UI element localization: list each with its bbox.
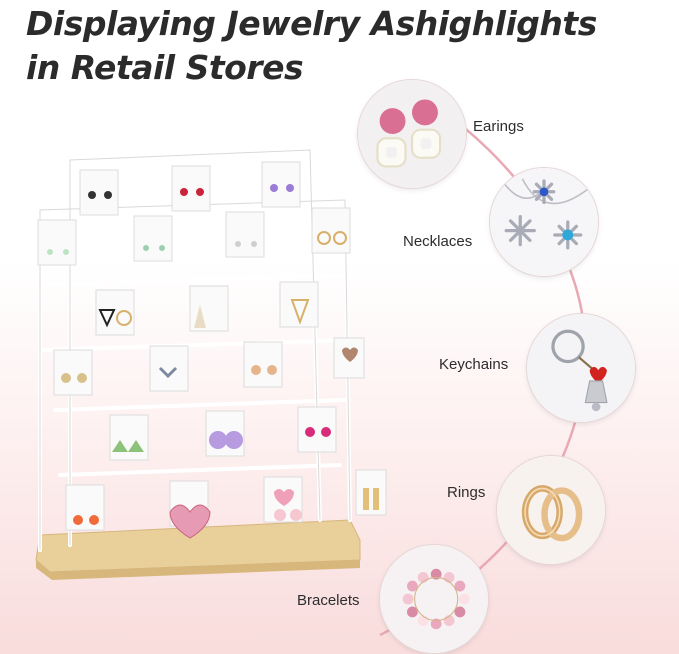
necklace-icon: [490, 168, 598, 276]
title-line-1: Displaying Jewelry Ashighlights: [26, 4, 597, 43]
bracelet-icon: [380, 545, 488, 653]
category-label-rings: Rings: [447, 484, 486, 501]
earring-icon: [358, 80, 466, 188]
page-title: Displaying Jewelry Ashighlights in Retai…: [26, 2, 597, 90]
title-line-2: in Retail Stores: [26, 48, 304, 87]
keychain-icon: [527, 314, 635, 422]
jewelry-display-stand: [35, 147, 387, 580]
ring-icon: [497, 456, 605, 564]
category-label-bracelets: Bracelets: [297, 592, 360, 609]
bracelet-circle: [380, 545, 488, 653]
necklace-circle: [490, 168, 598, 276]
ring-circle: [497, 456, 605, 564]
category-label-earings: Earings: [473, 118, 524, 135]
category-label-necklaces: Necklaces: [403, 233, 473, 250]
keychain-circle: [527, 314, 635, 422]
category-label-keychains: Keychains: [439, 356, 509, 373]
earring-circle: [358, 80, 466, 188]
